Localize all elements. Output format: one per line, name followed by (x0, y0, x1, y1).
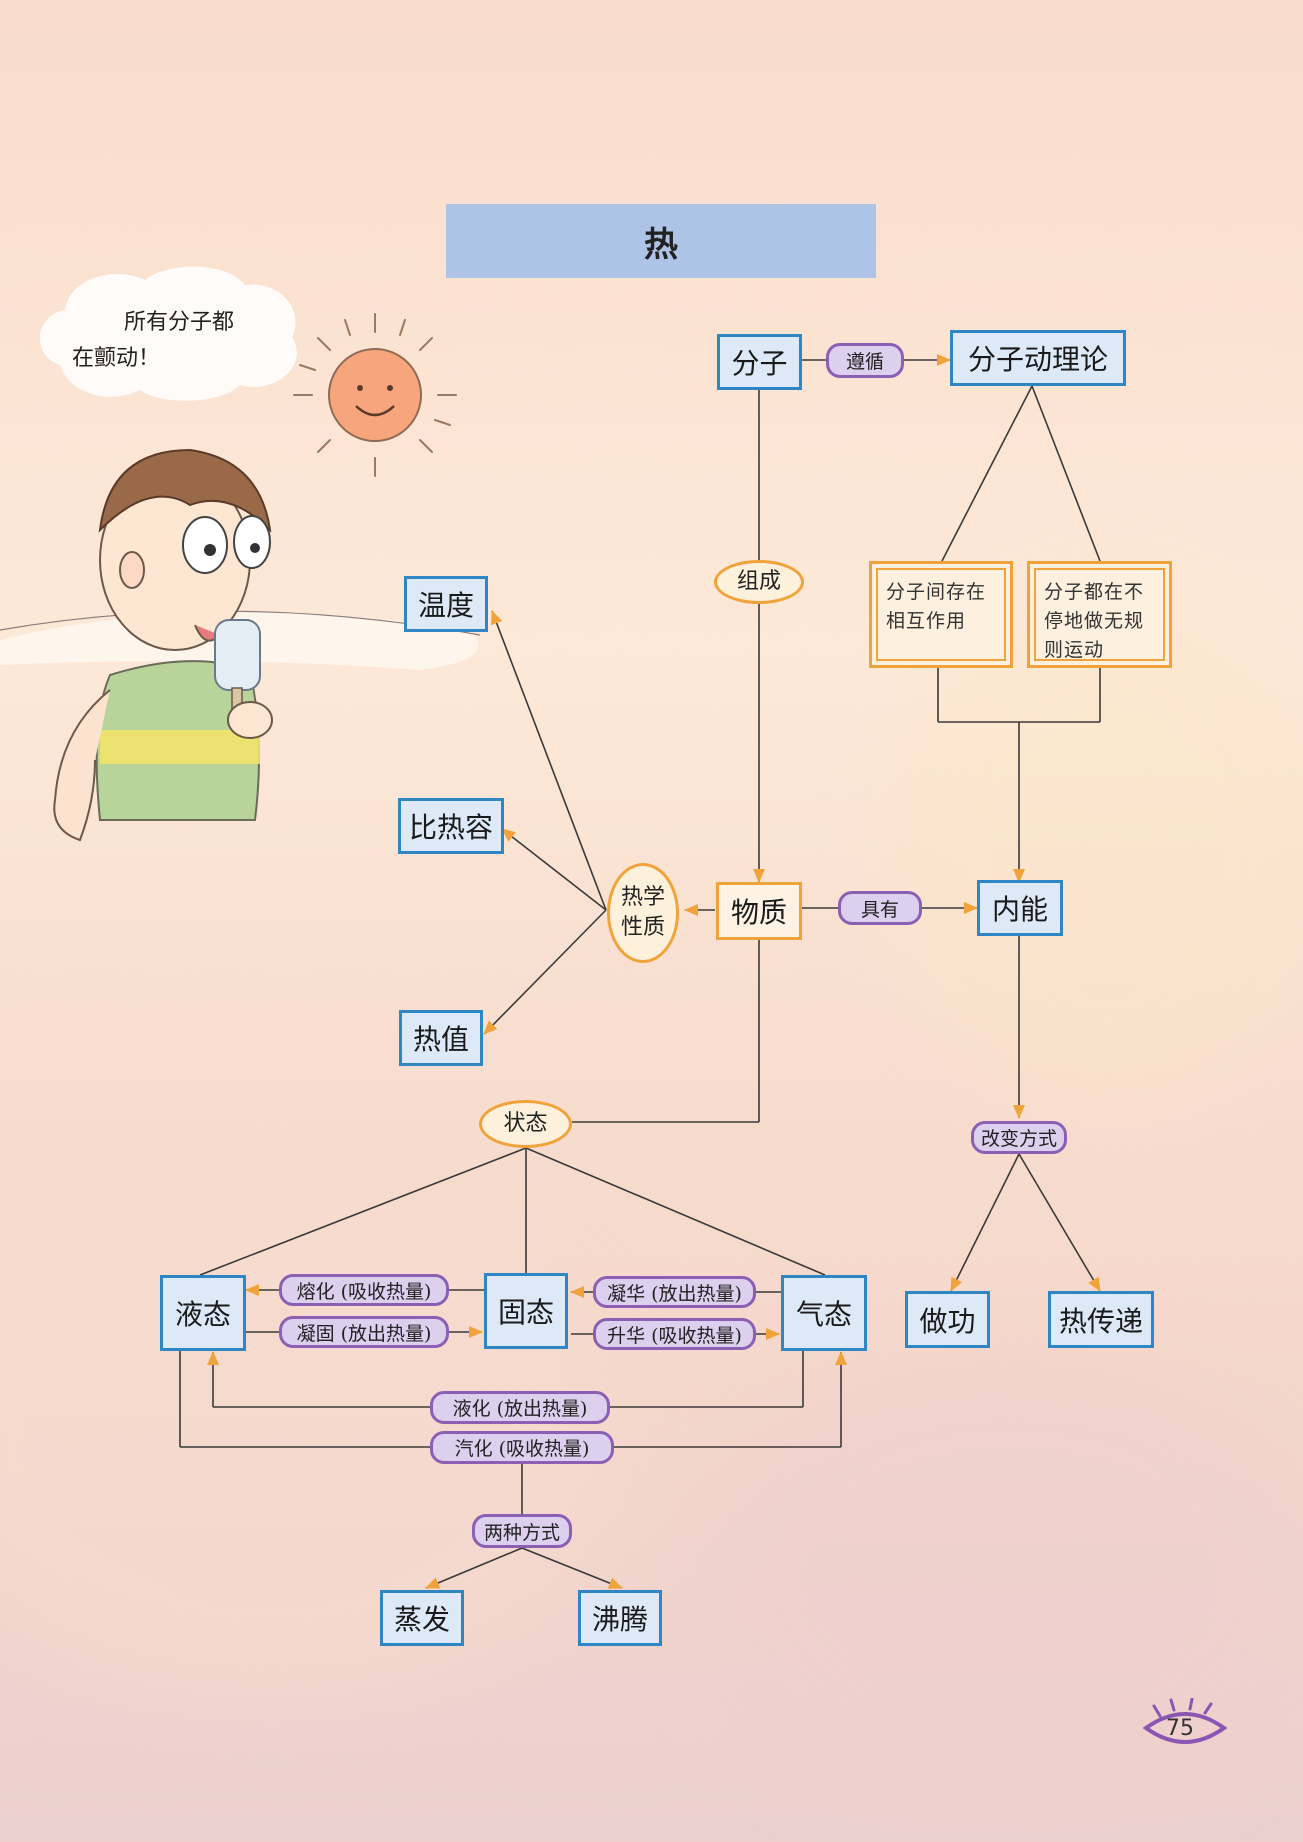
label-ronghua: 熔化 (吸收热量) (279, 1274, 449, 1306)
label-yehua: 液化 (放出热量) (430, 1391, 610, 1424)
node-zhengfa: 蒸发 (380, 1590, 464, 1646)
speech-cloud-illustration (39, 266, 297, 401)
node-gutai: 固态 (484, 1273, 568, 1349)
node-zuogong: 做功 (905, 1291, 990, 1348)
node-xianghu-zuoyong: 分子间存在相互作用 (869, 561, 1013, 668)
sun-icon (293, 313, 457, 477)
node-fenzi-dongli-lilun: 分子动理论 (950, 330, 1126, 386)
node-rexue-xingzhi: 热学性质 (607, 863, 679, 963)
page-number: 75 (1166, 1716, 1194, 1741)
node-rezhi: 热值 (399, 1010, 483, 1066)
node-birerong: 比热容 (398, 798, 504, 854)
label-ninggu: 凝固 (放出热量) (279, 1316, 449, 1348)
eye-icon (1142, 1698, 1228, 1744)
node-wendu: 温度 (404, 576, 488, 632)
node-wuguize-yundong-text: 分子都在不停地做无规则运动 (1034, 568, 1165, 661)
node-qitai: 气态 (781, 1275, 867, 1351)
speech-line-1: 所有分子都 (124, 310, 235, 335)
node-wuguize-yundong: 分子都在不停地做无规则运动 (1027, 561, 1172, 668)
node-feiteng: 沸腾 (578, 1590, 662, 1646)
label-ninghua: 凝华 (放出热量) (593, 1276, 756, 1308)
label-qihua: 汽化 (吸收热量) (430, 1431, 614, 1464)
label-liangzhong-fangshi: 两种方式 (472, 1514, 572, 1548)
label-zucheng: 组成 (714, 560, 804, 604)
label-shenghua: 升华 (吸收热量) (593, 1318, 756, 1350)
boy-eating-popsicle-illustration (0, 448, 481, 842)
node-rechuandi: 热传递 (1048, 1291, 1154, 1348)
label-gaibian-fangshi: 改变方式 (971, 1121, 1067, 1154)
speech-line-2: 在颤动！ (72, 346, 161, 371)
label-zhuangtai: 状态 (479, 1100, 572, 1148)
node-wuzhi: 物质 (716, 882, 802, 940)
page-title: 热 (446, 204, 876, 278)
node-xianghu-zuoyong-text: 分子间存在相互作用 (876, 568, 1006, 661)
label-zunxun: 遵循 (826, 343, 904, 378)
node-yetai: 液态 (160, 1275, 246, 1351)
speech-bubble: 所有分子都 在颤动！ (40, 262, 290, 400)
label-juyou: 具有 (838, 891, 922, 925)
node-fenzi: 分子 (717, 334, 802, 390)
node-neineng: 内能 (977, 880, 1063, 936)
